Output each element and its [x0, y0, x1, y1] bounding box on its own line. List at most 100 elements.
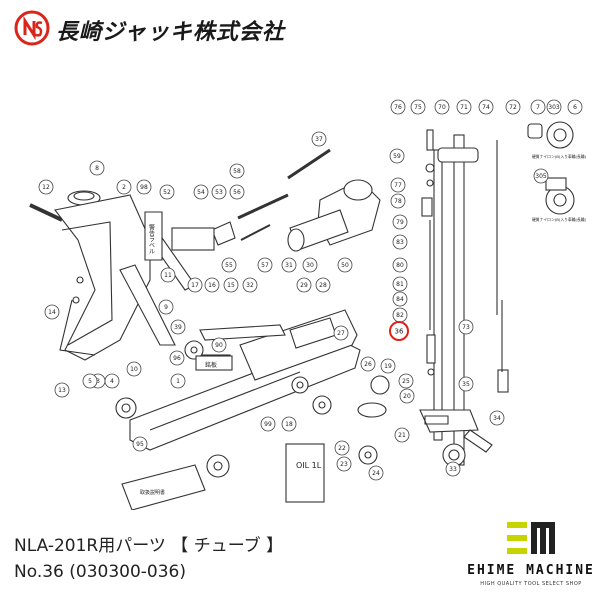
part-number-label: 6	[573, 104, 577, 111]
part-number-label: 14	[48, 309, 56, 316]
part-number-label: 17	[191, 282, 199, 289]
part-number-label: 19	[384, 363, 392, 370]
part-balloon-37: 37	[311, 131, 327, 147]
part-number-label: 71	[460, 104, 468, 111]
part-balloon-56: 56	[229, 184, 245, 200]
part-number-label: 73	[462, 324, 470, 331]
part-balloon-12: 12	[38, 179, 54, 195]
part-number-label: 80	[396, 262, 404, 269]
part-number-label: 25	[402, 378, 410, 385]
part-number-label: 21	[398, 432, 406, 439]
part-number-label: 24	[372, 470, 380, 477]
part-number-label: 22	[338, 445, 346, 452]
part-number-label: 77	[394, 182, 402, 189]
part-number-label: 98	[140, 184, 148, 191]
brand-block: EHIME MACHINE HIGH QUALITY TOOL SELECT S…	[466, 520, 596, 590]
part-number-label: 35	[462, 381, 470, 388]
part-number-label: 11	[164, 272, 172, 279]
part-balloon-22: 22	[334, 440, 350, 456]
part-number-label: 54	[197, 189, 205, 196]
part-balloon-8: 8	[89, 160, 105, 176]
part-balloon-6: 6	[567, 99, 583, 115]
part-number-label: 83	[396, 239, 404, 246]
brand-tagline: HIGH QUALITY TOOL SELECT SHOP	[480, 581, 582, 587]
part-balloon-2: 2	[116, 179, 132, 195]
part-balloon-57: 57	[257, 257, 273, 273]
part-balloon-28: 28	[315, 277, 331, 293]
part-balloon-1: 1	[170, 373, 186, 389]
part-balloon-26: 26	[360, 356, 376, 372]
part-number-label: 95	[136, 441, 144, 448]
part-number-label: 90	[215, 342, 223, 349]
part-balloon-53: 53	[211, 184, 227, 200]
part-balloon-77: 77	[390, 177, 406, 193]
part-number-label: 303	[548, 104, 560, 111]
part-balloon-27: 27	[333, 325, 349, 341]
front-frame	[29, 190, 215, 361]
part-number-label: 31	[285, 262, 293, 269]
part-balloon-9: 9	[158, 299, 174, 315]
part-number-label: 23	[340, 461, 348, 468]
part-number-label: 26	[364, 361, 372, 368]
part-balloon-15: 15	[223, 277, 239, 293]
part-balloon-79: 79	[392, 214, 408, 230]
part-balloon-96: 96	[169, 350, 185, 366]
part-balloon-95: 95	[132, 436, 148, 452]
brand-name: EHIME MACHINE	[467, 563, 595, 578]
part-number-label: 79	[396, 219, 404, 226]
warning-label-text: 警告ラベル	[148, 223, 155, 254]
part-balloon-80: 80	[392, 257, 408, 273]
part-balloon-78: 78	[390, 193, 406, 209]
company-name: 長崎ジャッキ株式会社	[56, 20, 285, 45]
oil-can	[285, 443, 325, 503]
part-number-label: 27	[337, 330, 345, 337]
part-number-label: 37	[315, 136, 323, 143]
part-number-label: 5	[88, 378, 92, 385]
part-number-label: 8	[95, 165, 99, 172]
part-number-label: 3	[96, 378, 100, 385]
part-balloon-55: 55	[221, 257, 237, 273]
part-balloon-81: 81	[392, 276, 408, 292]
part-balloon-98: 98	[136, 179, 152, 195]
part-number-label: 12	[42, 184, 50, 191]
part-balloon-39: 39	[170, 319, 186, 335]
part-number-label: 78	[394, 198, 402, 205]
part-balloon-52: 52	[159, 184, 175, 200]
part-number-label: 59	[393, 153, 401, 160]
part-number-label: 74	[482, 104, 490, 111]
part-balloon-84: 84	[392, 291, 408, 307]
part-number-label: 72	[509, 104, 517, 111]
part-number-label: 33	[449, 466, 457, 473]
part-balloon-21: 21	[394, 427, 410, 443]
part-balloon-70: 70	[434, 99, 450, 115]
part-number-label: 84	[396, 296, 404, 303]
part-number-label: 13	[58, 387, 66, 394]
part-balloon-31: 31	[281, 257, 297, 273]
part-balloon-23: 23	[336, 456, 352, 472]
part-balloon-50: 50	[337, 257, 353, 273]
part-balloon-17: 17	[187, 277, 203, 293]
part-balloon-90: 90	[211, 337, 227, 353]
part-balloon-99: 99	[260, 416, 276, 432]
part-balloon-29: 29	[296, 277, 312, 293]
part-balloon-13: 13	[54, 382, 70, 398]
part-balloon-303: 303	[546, 99, 562, 115]
part-number-label: 58	[233, 168, 241, 175]
manual	[121, 464, 206, 510]
handle-tube-assembly	[419, 129, 509, 467]
caster-note-1: 硬質ナイロン(B)入り車輪(長輪)	[532, 154, 587, 159]
part-number-label: 50	[341, 262, 349, 269]
part-balloon-73: 73	[458, 319, 474, 335]
part-number-label: 52	[163, 189, 171, 196]
part-number-label: 20	[403, 393, 411, 400]
oil-can-label: OIL 1L	[296, 461, 322, 470]
part-balloon-34: 34	[489, 410, 505, 426]
part-balloon-75: 75	[410, 99, 426, 115]
part-number-label: 53	[215, 189, 223, 196]
part-number-label: 55	[225, 262, 233, 269]
highlight-part-label: 36	[395, 328, 404, 336]
part-balloon-54: 54	[193, 184, 209, 200]
em-logo-icon	[507, 522, 555, 554]
part-balloon-72: 72	[505, 99, 521, 115]
